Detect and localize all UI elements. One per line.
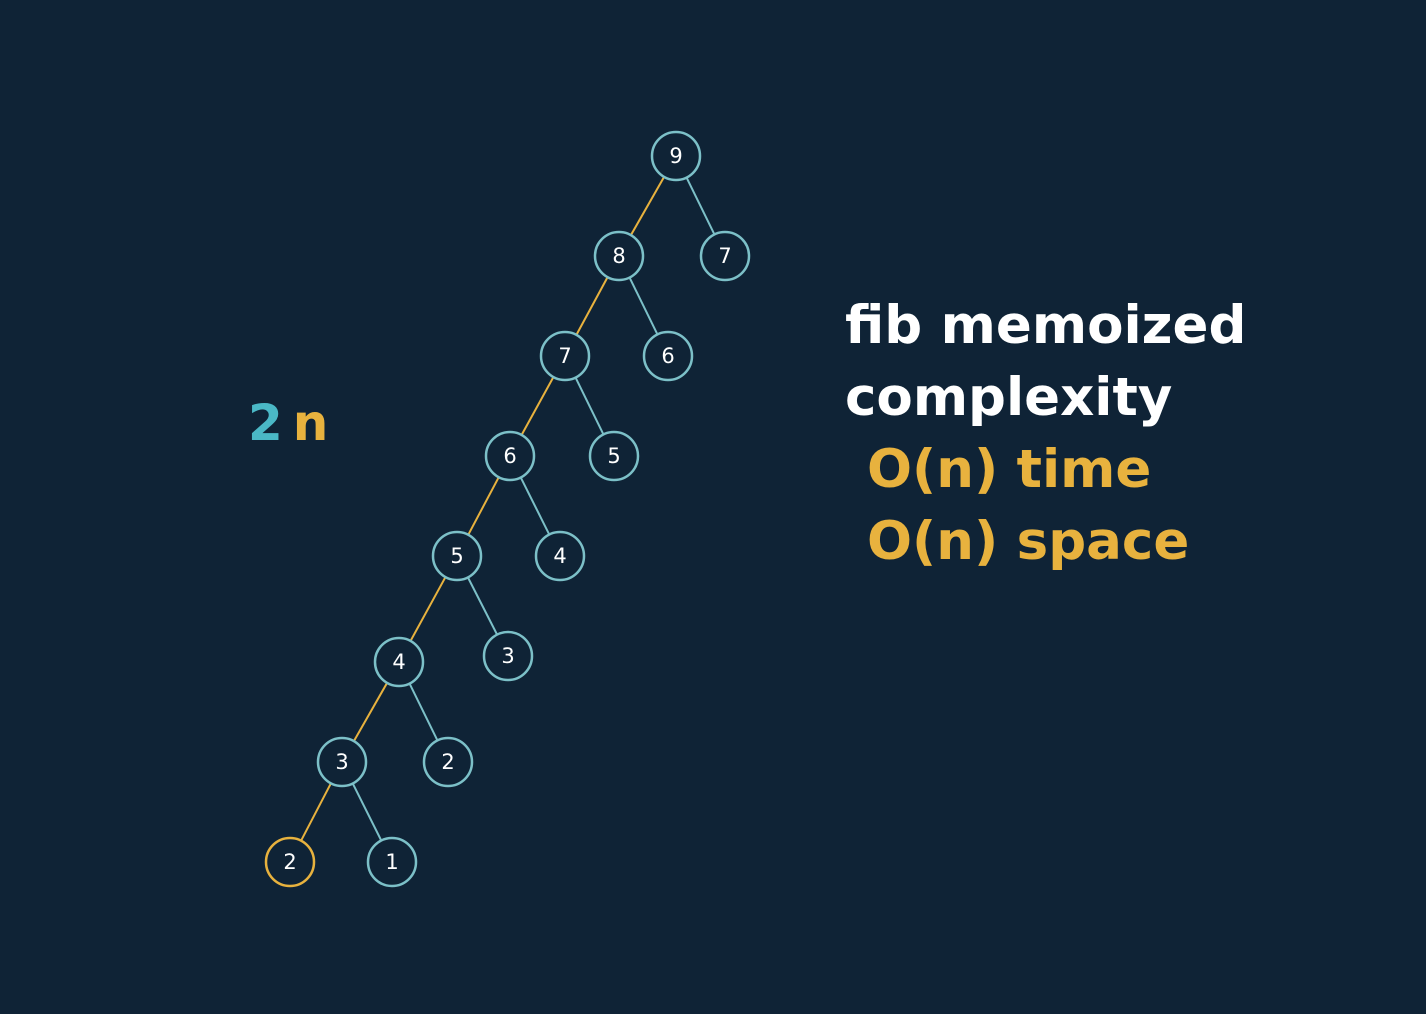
node-circle <box>373 636 425 688</box>
tree-node-n2: 2 <box>264 836 316 888</box>
node-label: 7 <box>558 344 571 368</box>
node-label: 5 <box>450 544 463 568</box>
node-circle <box>482 630 534 682</box>
node-circle <box>534 530 586 582</box>
edge-n7-n6 <box>520 376 555 436</box>
node-circle <box>588 430 640 482</box>
node-circle <box>484 430 536 482</box>
node-circle <box>316 736 368 788</box>
tree-node-n5: 5 <box>431 530 483 582</box>
node-circle <box>593 230 645 282</box>
node-label: 3 <box>335 750 348 774</box>
edge-n6-n5 <box>467 476 500 536</box>
tree-node-r6: 6 <box>642 330 694 382</box>
space-complexity: O(n) space <box>867 511 1190 572</box>
tree-node-n9: 9 <box>650 130 702 182</box>
node-circle <box>642 330 694 382</box>
edge-n3-r1 <box>351 783 383 841</box>
edge-n4-n3 <box>353 682 388 742</box>
tree-nodes: 9 8 7 7 6 6 5 5 4 4 3 3 2 2 1 <box>264 130 751 888</box>
node-label: 6 <box>503 444 516 468</box>
tree-node-r4: 4 <box>534 530 586 582</box>
node-label: 7 <box>718 244 731 268</box>
time-complexity: O(n) time <box>867 439 1152 500</box>
node-label: 4 <box>392 650 405 674</box>
tree-node-n8: 8 <box>593 230 645 282</box>
tree-node-n3: 3 <box>316 736 368 788</box>
edge-n8-n7 <box>575 276 609 336</box>
edge-n5-r3 <box>467 576 498 636</box>
node-label: 5 <box>607 444 620 468</box>
tree-node-n4: 4 <box>373 636 425 688</box>
node-circle <box>366 836 418 888</box>
edge-n9-r7 <box>685 177 716 235</box>
node-circle <box>431 530 483 582</box>
edge-n3-n2 <box>300 782 332 842</box>
edge-count-variable: n <box>292 394 329 452</box>
node-label: 9 <box>669 144 682 168</box>
tree-node-n7: 7 <box>539 330 591 382</box>
node-label: 4 <box>553 544 566 568</box>
tree-node-r3: 3 <box>482 630 534 682</box>
node-label: 2 <box>441 750 454 774</box>
tree-node-r2: 2 <box>422 736 474 788</box>
node-label: 8 <box>612 244 625 268</box>
title-line-2: complexity <box>845 367 1173 428</box>
node-circle <box>264 836 316 888</box>
edge-n8-r6 <box>628 277 659 335</box>
edge-n6-r4 <box>519 477 551 535</box>
edge-n5-n4 <box>409 576 447 642</box>
node-label: 2 <box>283 850 296 874</box>
edge-n4-r2 <box>408 683 439 741</box>
complexity-heading: fib memoized complexity O(n) time O(n) s… <box>845 290 1246 578</box>
edge-n7-r5 <box>574 377 605 435</box>
edge-n9-n8 <box>630 176 665 236</box>
node-circle <box>650 130 702 182</box>
tree-node-r7: 7 <box>699 230 751 282</box>
node-circle <box>422 736 474 788</box>
node-circle <box>539 330 591 382</box>
title-line-1: fib memoized <box>845 295 1247 356</box>
edge-count-coefficient: 2 <box>248 394 283 452</box>
node-label: 6 <box>661 344 674 368</box>
tree-node-r5: 5 <box>588 430 640 482</box>
node-circle <box>699 230 751 282</box>
tree-node-r1: 1 <box>366 836 418 888</box>
tree-node-n6: 6 <box>484 430 536 482</box>
node-label: 1 <box>385 850 398 874</box>
tree-edges <box>300 176 716 842</box>
node-label: 3 <box>501 644 514 668</box>
